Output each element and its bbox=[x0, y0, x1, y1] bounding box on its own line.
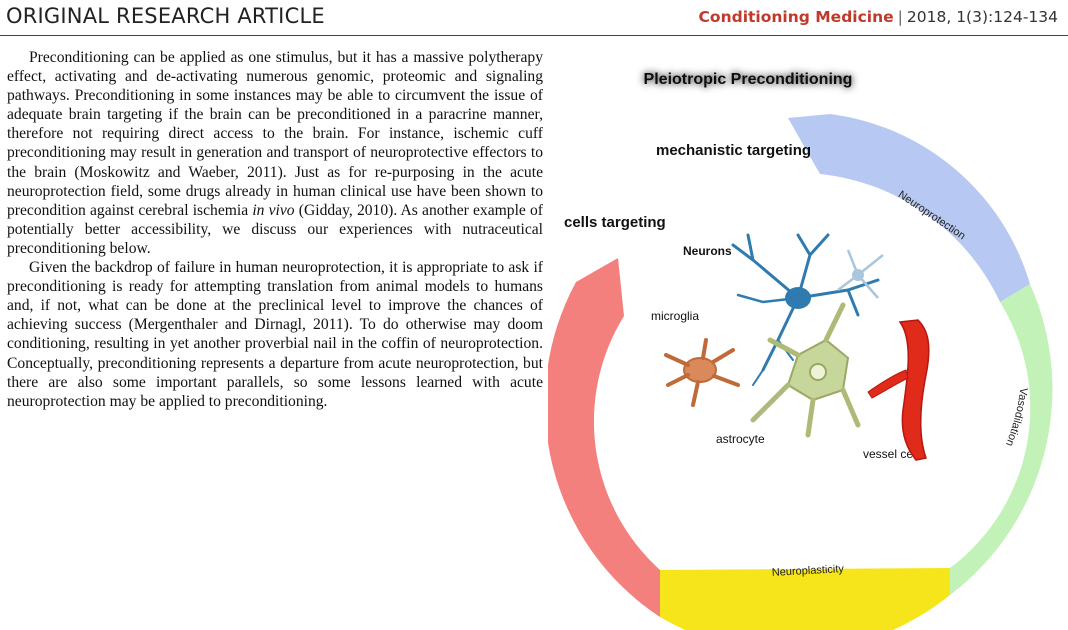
page-header: ORIGINAL RESEARCH ARTICLE Conditioning M… bbox=[0, 0, 1068, 36]
neurons-label: Neurons bbox=[683, 244, 732, 258]
neuroplasticity-arc bbox=[660, 568, 950, 630]
astrocyte-label: astrocyte bbox=[716, 432, 765, 446]
paragraph-1: Preconditioning can be applied as one st… bbox=[7, 48, 543, 258]
figure-title: Pleiotropic Preconditioning bbox=[644, 71, 853, 88]
header-separator: | bbox=[897, 8, 903, 26]
vasodilation-label: Vasodilation bbox=[1003, 387, 1029, 448]
microglia-illustration bbox=[664, 338, 740, 407]
neuroprotection-arc bbox=[788, 114, 1030, 302]
journal-name[interactable]: Conditioning Medicine bbox=[698, 8, 894, 26]
cells-targeting-arc bbox=[548, 258, 660, 617]
paragraph-2: Given the backdrop of failure in human n… bbox=[7, 259, 543, 410]
paragraph-1-text-a: Preconditioning can be applied as one st… bbox=[7, 49, 543, 219]
microglia-label: microglia bbox=[651, 309, 699, 323]
section-label: ORIGINAL RESEARCH ARTICLE bbox=[6, 4, 325, 28]
neuroplasticity-label: Neuroplasticity bbox=[772, 563, 845, 579]
astrocyte-illustration bbox=[750, 302, 861, 438]
pleiotropic-figure: Pleiotropic Preconditioning mechanistic … bbox=[548, 40, 1068, 630]
paragraph-1-text-b: (Gidday, 2010). As another example of po… bbox=[7, 201, 543, 257]
article-body: Preconditioning can be applied as one st… bbox=[7, 48, 543, 411]
vasodilation-label-path: Vasodilation bbox=[1003, 387, 1029, 448]
figure-svg: Pleiotropic Preconditioning mechanistic … bbox=[548, 71, 1053, 630]
vasodilation-arc bbox=[950, 284, 1053, 595]
citation-text: 2018, 1(3):124-134 bbox=[906, 8, 1058, 26]
vessel-illustration bbox=[867, 319, 930, 461]
paragraph-1-italic: in vivo bbox=[252, 201, 295, 219]
neuron-illustration bbox=[731, 233, 880, 386]
journal-citation: Conditioning Medicine|2018, 1(3):124-134 bbox=[699, 8, 1058, 26]
faint-neuron-illustration bbox=[837, 249, 884, 299]
mechanistic-targeting-label: mechanistic targeting bbox=[656, 142, 811, 159]
cells-targeting-label: cells targeting bbox=[564, 214, 666, 231]
